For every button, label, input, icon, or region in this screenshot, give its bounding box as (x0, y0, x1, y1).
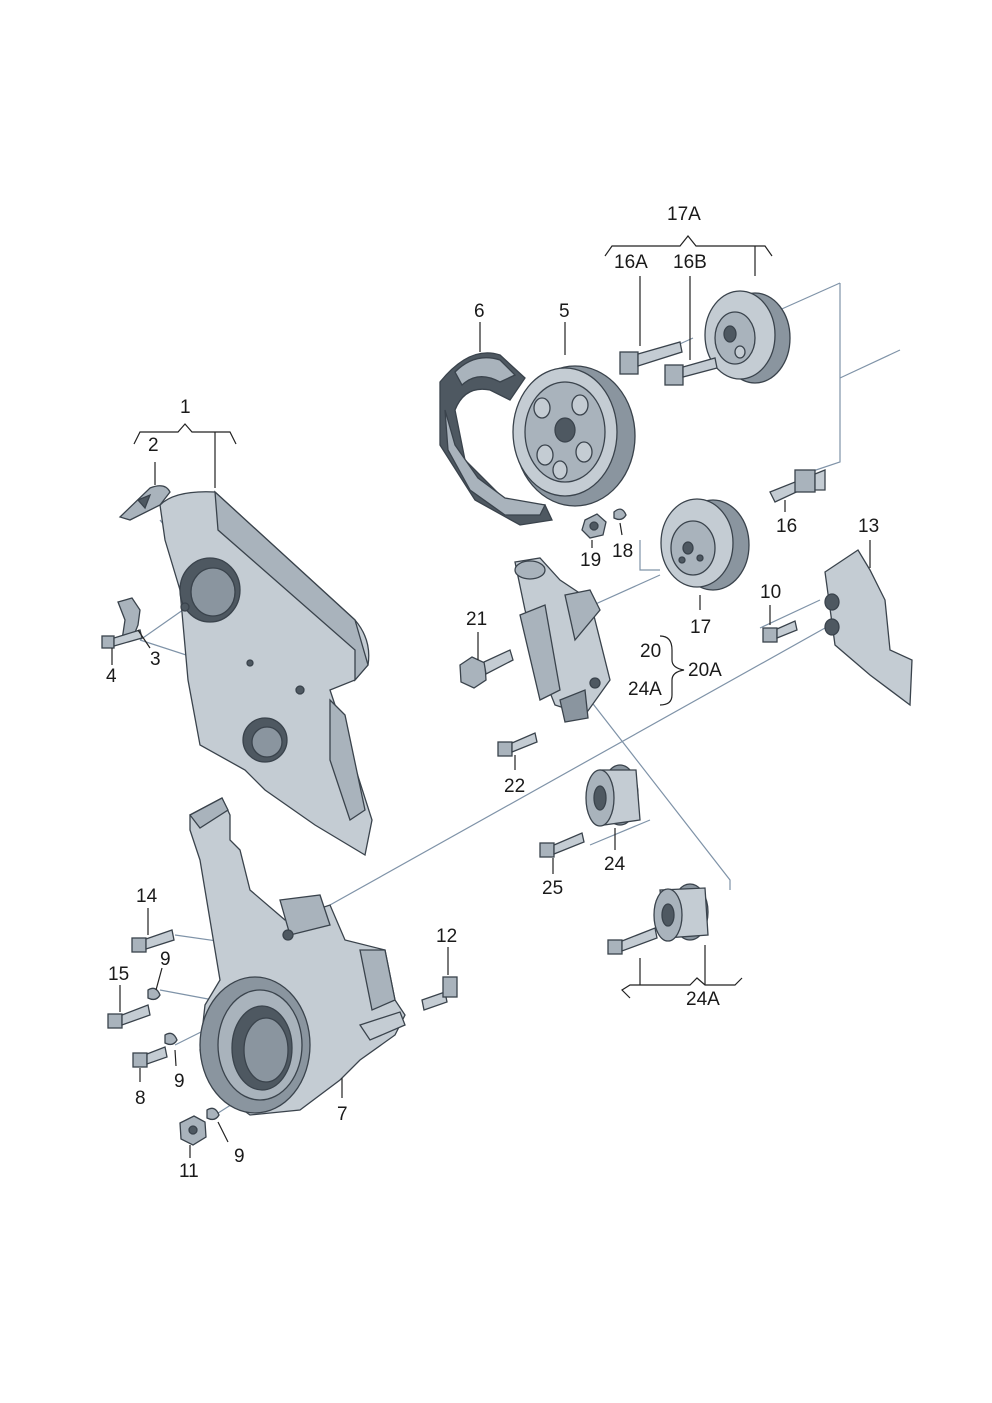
bracket-part-13 (824, 549, 913, 707)
stud-part-16 (769, 469, 826, 503)
label-5: 5 (559, 301, 570, 322)
label-11: 11 (179, 1161, 199, 1182)
label-20: 20 (640, 641, 661, 662)
label-7: 7 (337, 1104, 348, 1125)
leader-lines (111, 235, 871, 1158)
bolt-part-12 (421, 976, 458, 1011)
bolt-part-10 (762, 620, 798, 643)
bolt-part-22 (497, 732, 538, 757)
bolt-part-25 (539, 832, 585, 858)
label-22: 22 (504, 776, 525, 797)
label-24a-top: 24A (628, 679, 662, 700)
label-1: 1 (180, 397, 191, 418)
timing-belt (439, 352, 553, 526)
label-16b: 16B (673, 252, 707, 273)
lower-timing-cover (189, 797, 406, 1116)
nut-part-11 (179, 1115, 207, 1146)
bolt-16b (664, 357, 718, 386)
washer-parts-9 (147, 987, 220, 1121)
label-17: 17 (690, 617, 711, 638)
washer-part-18 (613, 508, 627, 521)
bolt-part-21 (459, 649, 514, 689)
label-2: 2 (148, 435, 159, 456)
label-13: 13 (858, 516, 879, 537)
label-12: 12 (436, 926, 457, 947)
label-8: 8 (135, 1088, 146, 1109)
bolt-16a (619, 341, 683, 375)
label-16a: 16A (614, 252, 648, 273)
label-6: 6 (474, 301, 485, 322)
callout-labels: 1 2 3 4 6 5 17A 16A 16B 16 13 18 19 17 1… (106, 204, 879, 1182)
label-25: 25 (542, 878, 563, 899)
label-9c: 9 (234, 1146, 245, 1167)
upper-timing-cover (159, 490, 373, 857)
label-9b: 9 (174, 1071, 185, 1092)
tensioner-pulley-17a (704, 290, 791, 384)
label-14: 14 (136, 886, 158, 907)
label-18: 18 (612, 541, 633, 562)
bolt-part-4 (101, 629, 143, 649)
bushing-part-24a (607, 883, 709, 955)
bolt-part-8 (132, 1046, 168, 1068)
label-24: 24 (604, 854, 626, 875)
label-21: 21 (466, 609, 487, 630)
idler-pulley-17 (660, 498, 750, 591)
label-24a-bottom: 24A (686, 989, 720, 1010)
tensioner-assembly-20 (514, 557, 611, 723)
label-19: 19 (580, 550, 601, 571)
label-4: 4 (106, 666, 117, 687)
label-17a: 17A (667, 204, 701, 225)
label-9a: 9 (160, 949, 171, 970)
bolt-part-15 (107, 1004, 151, 1029)
label-3: 3 (150, 649, 161, 670)
label-20a: 20A (688, 660, 722, 681)
camshaft-sprocket (512, 365, 636, 507)
nut-part-19 (581, 513, 607, 539)
label-10: 10 (760, 582, 781, 603)
label-15: 15 (108, 964, 129, 985)
label-16: 16 (776, 516, 797, 537)
bolt-part-14 (131, 929, 175, 953)
clip-part (118, 485, 171, 521)
bushing-part-24 (585, 764, 641, 827)
